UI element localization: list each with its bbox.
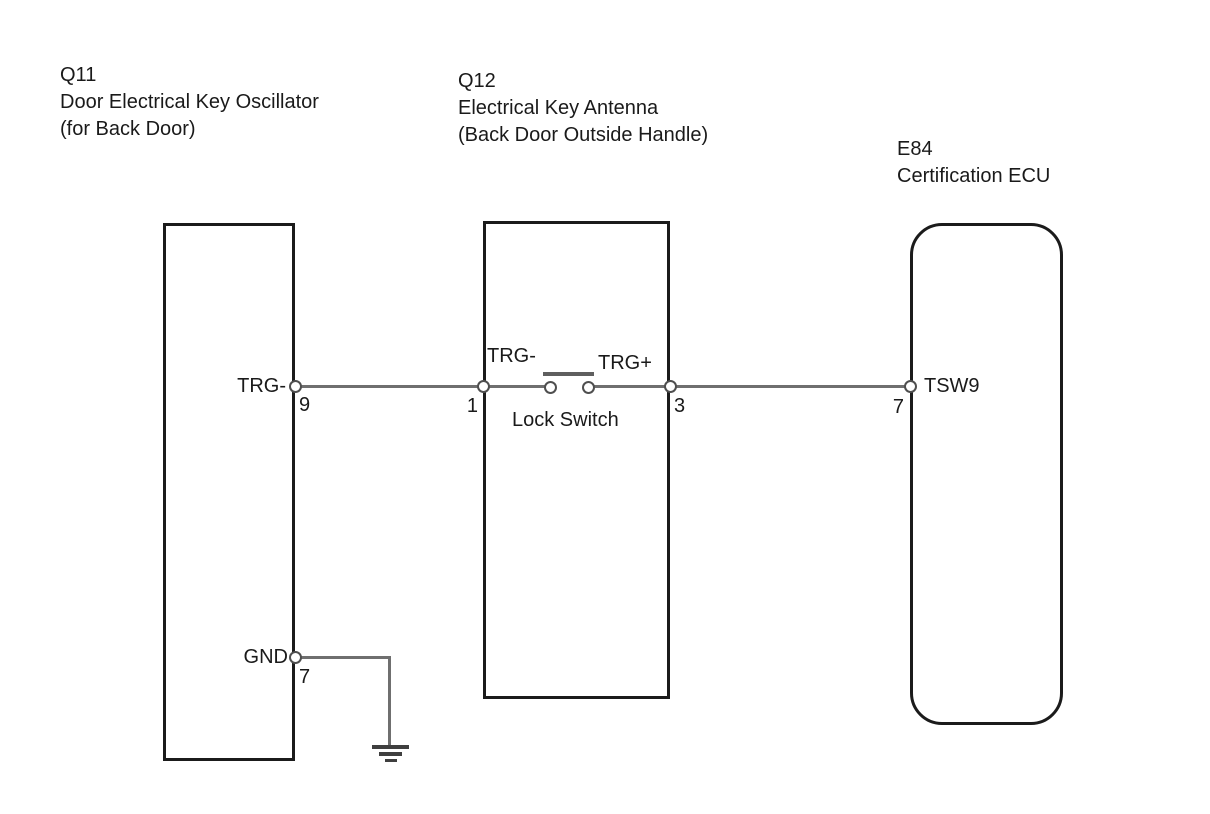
lock-switch-contact-right (582, 381, 595, 394)
pin-number-1: 1 (466, 395, 478, 417)
switch-label-trg-minus: TRG- (487, 345, 536, 367)
component-box-q11 (163, 223, 295, 761)
pin-circle-q11-trg (289, 380, 302, 393)
caption-e84: E84 Certification ECU (897, 136, 1050, 190)
switch-label-trg-plus: TRG+ (598, 352, 652, 374)
component-subname-q12: (Back Door Outside Handle) (458, 124, 709, 146)
pin-circle-q12-in (477, 380, 490, 393)
pin-number-9: 9 (299, 394, 311, 416)
pin-number-7-gnd: 7 (299, 666, 311, 688)
signal-label-trg-minus: TRG- (237, 375, 286, 397)
pin-number-7-ecu: 7 (892, 396, 904, 418)
component-name-q11: Door Electrical Key Oscillator (60, 91, 319, 113)
component-box-e84 (910, 223, 1063, 725)
component-code-q12: Q12 (458, 70, 496, 92)
wire-switch-right (593, 385, 670, 388)
ground-symbol-bar-3 (385, 759, 397, 762)
ground-symbol-bar-1 (372, 745, 409, 749)
wire-gnd-horizontal (295, 656, 391, 659)
pin-circle-e84-tsw9 (904, 380, 917, 393)
wire-switch-left (483, 385, 545, 388)
caption-q12: Q12 Electrical Key Antenna (Back Door Ou… (458, 68, 708, 149)
lock-switch-label: Lock Switch (512, 409, 619, 431)
ground-symbol-bar-2 (379, 752, 402, 756)
component-name-e84: Certification ECU (897, 165, 1051, 187)
pin-circle-q11-gnd (289, 651, 302, 664)
component-code-e84: E84 (897, 138, 933, 160)
component-subname-q11: (for Back Door) (60, 118, 196, 140)
signal-label-tsw9: TSW9 (924, 375, 980, 397)
lock-switch-contact-left (544, 381, 557, 394)
wire-trg-plus (670, 385, 910, 388)
component-code-q11: Q11 (60, 64, 97, 86)
wire-trg-minus (295, 385, 483, 388)
caption-q11: Q11 Door Electrical Key Oscillator (for … (60, 62, 319, 143)
component-box-q12 (483, 221, 670, 699)
signal-label-gnd: GND (243, 646, 288, 668)
wire-gnd-vertical (388, 656, 391, 746)
pin-circle-q12-out (664, 380, 677, 393)
lock-switch-bar (543, 372, 594, 376)
pin-number-3: 3 (674, 395, 686, 417)
component-name-q12: Electrical Key Antenna (458, 97, 659, 119)
